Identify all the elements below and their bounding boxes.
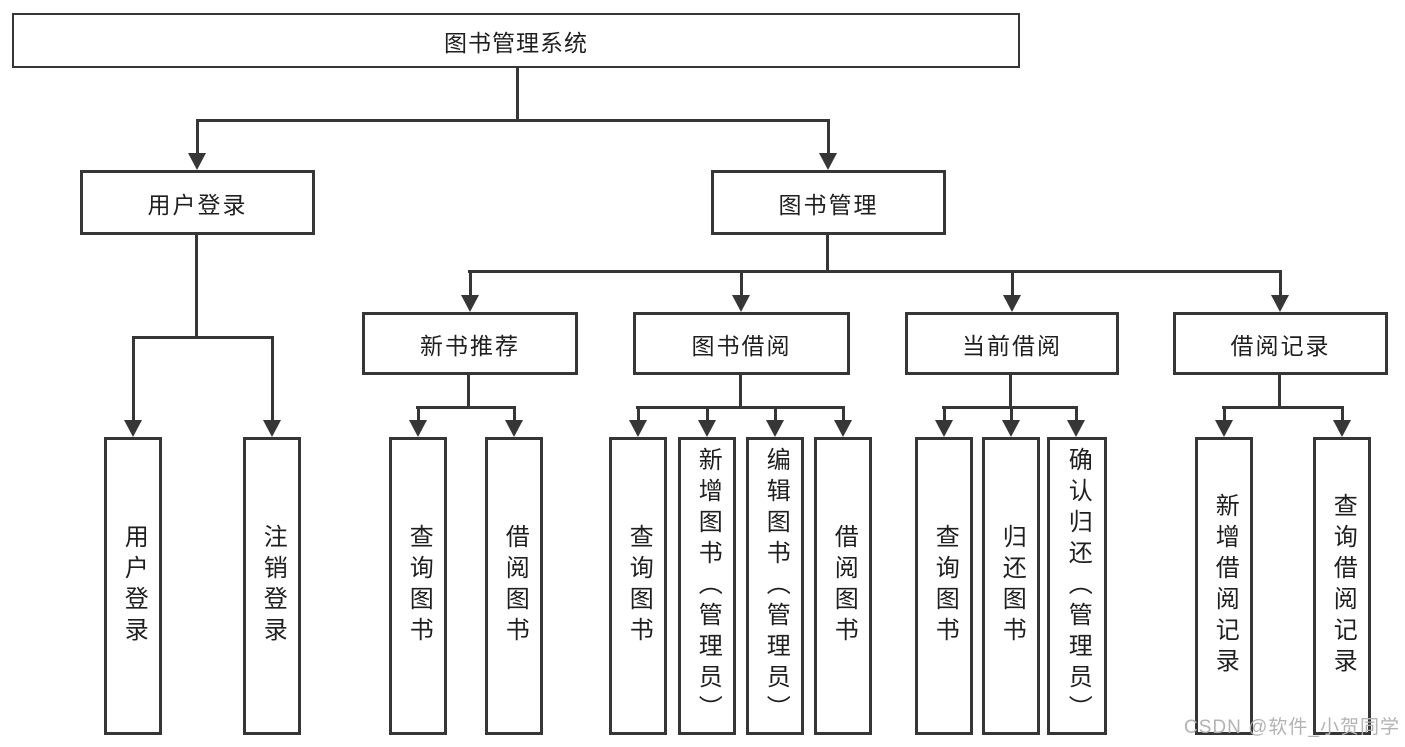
node-library-management-system: 图书管理系统 <box>12 13 1020 68</box>
leaf-add-book-admin: 新增图书（管理员） <box>678 437 736 735</box>
connector-drop <box>417 406 420 421</box>
connector-stem <box>1009 375 1012 409</box>
connector-drop <box>637 406 640 421</box>
node-user-login-branch: 用户登录 <box>80 170 315 235</box>
connector-rail <box>196 119 830 122</box>
connector-rail <box>468 270 1282 273</box>
arrow-down-icon <box>461 295 479 312</box>
leaf-label: 归还图书 <box>998 524 1026 648</box>
leaf-borrow-book-recommend: 借阅图书 <box>485 437 543 735</box>
leaf-user-login: 用户登录 <box>104 437 162 735</box>
connector-drop <box>1011 270 1014 296</box>
connector-drop <box>1223 406 1226 421</box>
node-current-borrowing: 当前借阅 <box>905 312 1119 375</box>
leaf-query-borrow-record: 查询借阅记录 <box>1313 437 1371 735</box>
leaf-label: 借阅图书 <box>501 524 529 648</box>
arrow-down-icon <box>505 420 523 437</box>
leaf-borrow-book: 借阅图书 <box>814 437 872 735</box>
leaf-label: 注销登录 <box>259 524 287 648</box>
csdn-watermark: CSDN @软件_小贺同学 <box>1184 717 1400 738</box>
connector-drop <box>1075 406 1078 421</box>
connector-drop <box>706 406 709 421</box>
leaf-confirm-return-admin: 确认归还（管理员） <box>1047 437 1107 735</box>
node-book-borrowing: 图书借阅 <box>633 312 850 375</box>
arrow-down-icon <box>1002 420 1020 437</box>
node-book-management-branch: 图书管理 <box>711 170 946 235</box>
connector-drop <box>827 119 830 154</box>
arrow-down-icon <box>629 420 647 437</box>
connector-drop <box>774 406 777 421</box>
arrow-down-icon <box>409 420 427 437</box>
leaf-query-book-borrowing: 查询图书 <box>609 437 667 735</box>
arrow-down-icon <box>935 420 953 437</box>
connector-rail <box>1222 406 1344 409</box>
arrow-down-icon <box>124 420 142 437</box>
connector-drop <box>943 406 946 421</box>
connector-rail <box>132 336 274 339</box>
connector-stem <box>1278 375 1281 409</box>
leaf-edit-book-admin: 编辑图书（管理员） <box>746 437 804 735</box>
arrow-down-icon <box>263 420 281 437</box>
leaf-return-book: 归还图书 <box>982 437 1040 735</box>
connector-stem <box>739 375 742 409</box>
arrow-down-icon <box>698 420 716 437</box>
connector-drop <box>1279 270 1282 296</box>
node-borrowing-records: 借阅记录 <box>1173 312 1388 375</box>
arrow-down-icon <box>1333 420 1351 437</box>
leaf-query-book-current: 查询图书 <box>915 437 973 735</box>
arrow-down-icon <box>1271 295 1289 312</box>
connector-drop <box>842 406 845 421</box>
connector-drop <box>513 406 516 421</box>
leaf-label: 编辑图书（管理员） <box>762 446 790 726</box>
leaf-label: 新增借阅记录 <box>1211 493 1239 679</box>
leaf-query-book-recommend: 查询图书 <box>389 437 447 735</box>
connector-rail <box>416 406 516 409</box>
leaf-logout: 注销登录 <box>243 437 301 735</box>
connector-drop <box>740 270 743 296</box>
leaf-label: 借阅图书 <box>830 524 858 648</box>
connector-drop <box>1341 406 1344 421</box>
connector-drop <box>196 119 199 154</box>
leaf-label: 用户登录 <box>120 524 148 648</box>
connector-stem <box>195 235 198 339</box>
connector-drop <box>271 336 274 421</box>
connector-stem <box>467 375 470 409</box>
leaf-label: 查询图书 <box>931 524 959 648</box>
arrow-down-icon <box>1003 295 1021 312</box>
leaf-label: 查询图书 <box>405 524 433 648</box>
arrow-down-icon <box>834 420 852 437</box>
leaf-label: 确认归还（管理员） <box>1064 446 1092 726</box>
arrow-down-icon <box>819 153 837 170</box>
arrow-down-icon <box>188 153 206 170</box>
leaf-add-borrow-record: 新增借阅记录 <box>1195 437 1253 735</box>
connector-drop <box>132 336 135 421</box>
leaf-label: 查询图书 <box>625 524 653 648</box>
connector-stem <box>826 235 829 273</box>
arrow-down-icon <box>732 295 750 312</box>
connector-stem <box>516 68 519 122</box>
node-new-book-recommendation: 新书推荐 <box>362 312 578 375</box>
connector-drop <box>469 270 472 296</box>
arrow-down-icon <box>1215 420 1233 437</box>
connector-rail <box>636 406 845 409</box>
arrow-down-icon <box>766 420 784 437</box>
leaf-label: 新增图书（管理员） <box>694 446 722 726</box>
arrow-down-icon <box>1067 420 1085 437</box>
connector-drop <box>1010 406 1013 421</box>
leaf-label: 查询借阅记录 <box>1329 493 1357 679</box>
